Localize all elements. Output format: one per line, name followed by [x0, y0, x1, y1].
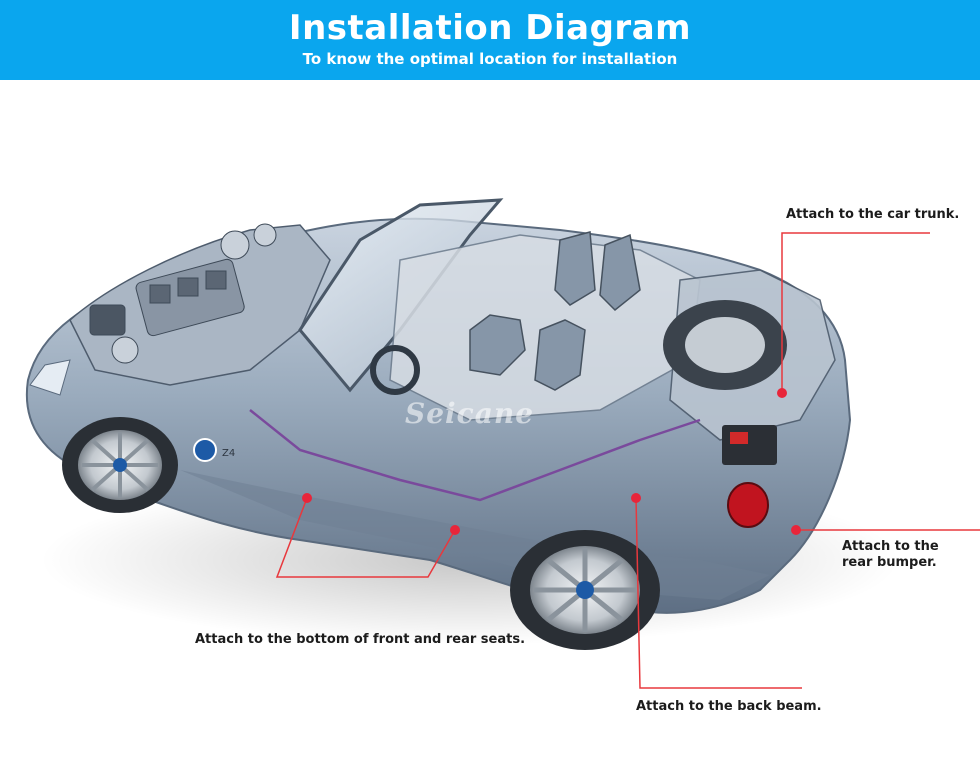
callout-lines [275, 232, 980, 689]
mount-markers [302, 388, 801, 535]
model-badge: Z4 [222, 448, 235, 459]
callout-rear-bumper: Attach to the rear bumper. [842, 539, 939, 570]
spare-rim [685, 317, 765, 373]
bumper-marker [791, 525, 801, 535]
brand-logo [193, 438, 217, 462]
front-seat-marker [302, 493, 312, 503]
page-title: Installation Diagram [288, 8, 692, 48]
engine-block [89, 223, 277, 364]
rear-wheel [510, 530, 660, 650]
page-subtitle: To know the optimal location for install… [302, 50, 678, 68]
steering-wheel [370, 345, 420, 395]
callout-seats: Attach to the bottom of front and rear s… [195, 632, 526, 647]
callout-trunk: Attach to the car trunk. [786, 207, 960, 222]
taillight [727, 482, 769, 528]
trunk-callout-line [781, 232, 930, 393]
back-beam-marker [631, 493, 641, 503]
car-illustration: Z4 [25, 198, 980, 689]
callout-back-beam: Attach to the back beam. [636, 699, 822, 714]
back-beam-callout-line [635, 497, 802, 689]
headlight [29, 359, 71, 396]
battery [722, 425, 777, 465]
header-banner: Installation Diagram To know the optimal… [0, 0, 980, 80]
seats [469, 231, 641, 391]
seats-callout-line [275, 497, 456, 578]
battery-terminal [730, 432, 748, 444]
watermark: Seicane [405, 397, 535, 430]
trunk-marker [777, 388, 787, 398]
rear-seat-marker [450, 525, 460, 535]
front-wheel [62, 417, 178, 513]
installation-diagram: Z4 Seicane Attach to the car trunk. Atta… [0, 80, 980, 771]
fuel-line [249, 409, 701, 502]
